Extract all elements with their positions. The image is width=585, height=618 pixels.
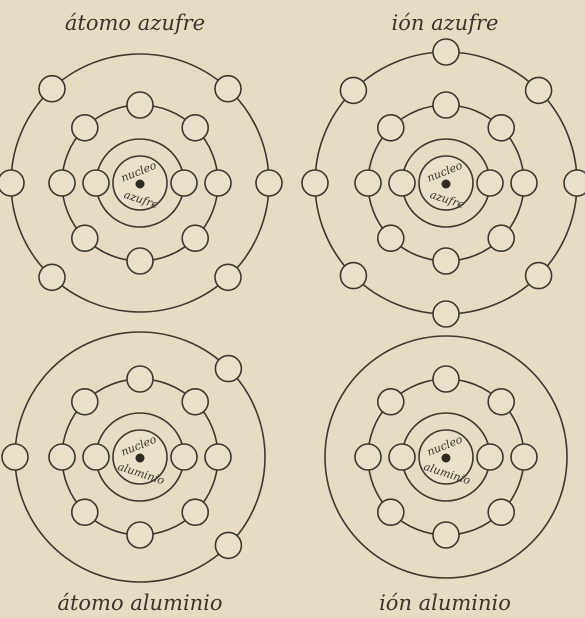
electron-orbit2-2 — [378, 499, 404, 525]
electron-orbit2-7 — [433, 92, 459, 118]
electron-orbit2-1 — [355, 444, 381, 470]
electron-orbit3-4 — [526, 263, 552, 289]
electron-orbit2-1 — [49, 170, 75, 196]
electron-orbit2-8 — [72, 115, 98, 141]
electron-orbit2-5 — [205, 170, 231, 196]
nucleus-core-dot — [442, 454, 451, 463]
electron-orbit2-7 — [433, 366, 459, 392]
electron-orbit2-5 — [511, 170, 537, 196]
electron-orbit3-3 — [433, 301, 459, 327]
electron-orbit2-3 — [433, 522, 459, 548]
nucleus-core-dot — [136, 454, 145, 463]
electron-orbit3-3 — [215, 356, 241, 382]
electron-orbit1-1 — [389, 170, 415, 196]
electron-orbit2-1 — [49, 444, 75, 470]
electron-orbit2-7 — [127, 366, 153, 392]
electron-orbit2-8 — [378, 115, 404, 141]
electron-orbit2-5 — [511, 444, 537, 470]
electron-orbit2-4 — [488, 499, 514, 525]
electron-orbit2-3 — [433, 248, 459, 274]
electron-orbit3-1 — [2, 444, 28, 470]
electron-orbit3-5 — [564, 170, 585, 196]
electron-orbit3-5 — [215, 76, 241, 102]
electron-orbit2-8 — [72, 389, 98, 415]
electron-orbit2-2 — [378, 225, 404, 251]
electron-orbit1-2 — [171, 170, 197, 196]
electron-orbit3-2 — [39, 264, 65, 290]
electron-orbit2-3 — [127, 522, 153, 548]
electron-orbit3-4 — [256, 170, 282, 196]
electron-orbit2-6 — [488, 115, 514, 141]
electron-orbit2-4 — [488, 225, 514, 251]
electron-orbit3-6 — [39, 76, 65, 102]
electron-orbit2-4 — [182, 225, 208, 251]
nucleus-core-dot — [136, 180, 145, 189]
electron-orbit2-4 — [182, 499, 208, 525]
electron-orbit3-8 — [340, 77, 366, 103]
electron-orbit1-2 — [477, 444, 503, 470]
electron-orbit1-1 — [389, 444, 415, 470]
electron-orbit2-8 — [378, 389, 404, 415]
electron-orbit2-6 — [182, 389, 208, 415]
diagram-title-ion-azufre: ión azufre — [392, 11, 499, 35]
electron-orbit3-2 — [215, 532, 241, 558]
electron-orbit1-2 — [477, 170, 503, 196]
electron-orbit1-2 — [171, 444, 197, 470]
electron-orbit2-6 — [488, 389, 514, 415]
electron-orbit1-1 — [83, 444, 109, 470]
electron-orbit3-6 — [526, 77, 552, 103]
diagram-title-atomo-azufre: átomo azufre — [65, 11, 205, 35]
electron-orbit3-1 — [0, 170, 24, 196]
electron-orbit2-5 — [205, 444, 231, 470]
electron-orbit3-1 — [302, 170, 328, 196]
diagram-title-ion-aluminio: ión aluminio — [379, 591, 511, 615]
electron-orbit3-2 — [340, 263, 366, 289]
diagram-title-atomo-aluminio: átomo aluminio — [57, 591, 222, 615]
electron-orbit2-7 — [127, 92, 153, 118]
electron-orbit3-7 — [433, 39, 459, 65]
electron-orbit2-3 — [127, 248, 153, 274]
nucleus-core-dot — [442, 180, 451, 189]
electron-orbit2-2 — [72, 225, 98, 251]
electron-orbit2-1 — [355, 170, 381, 196]
electron-orbit1-1 — [83, 170, 109, 196]
electron-orbit2-6 — [182, 115, 208, 141]
electron-orbit3-3 — [215, 264, 241, 290]
electron-orbit2-2 — [72, 499, 98, 525]
